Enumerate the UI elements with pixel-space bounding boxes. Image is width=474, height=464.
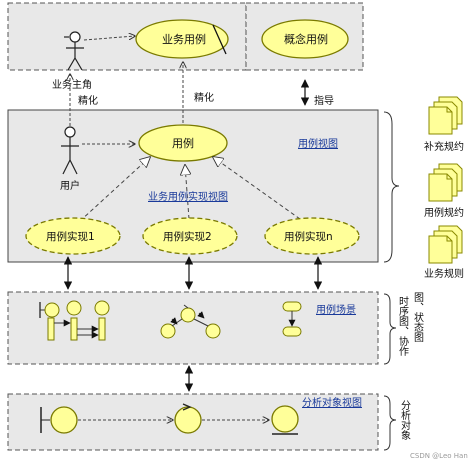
supplementary-spec-doc-icon <box>428 96 463 135</box>
realization-view-label: 业务用例实现视图 <box>148 190 228 203</box>
analysis-title: 分析对象视图 <box>302 396 362 409</box>
usecase-realization-1-label: 用例实现1 <box>46 230 95 243</box>
user-actor-icon <box>61 126 79 175</box>
usecase-realization-n[interactable]: 用例实现n <box>264 217 360 255</box>
scenario-title: 用例场景 <box>316 303 356 316</box>
collaboration-diagram-icon <box>160 304 221 339</box>
business-rules-label: 业务规则 <box>424 267 464 280</box>
usecase-realization-2[interactable]: 用例实现2 <box>142 217 238 255</box>
realization-line-2 <box>185 165 189 220</box>
usecase-realization-n-label: 用例实现n <box>284 230 333 243</box>
boundary-object-icon <box>40 406 78 434</box>
analysis-brace <box>383 395 397 451</box>
usecase-realization-2-label: 用例实现2 <box>163 230 212 243</box>
usecase-label: 用例 <box>172 136 194 150</box>
scenario-side-left: 时序图、协作 <box>397 296 409 356</box>
business-actor-icon <box>64 31 84 71</box>
user-actor-label: 用户 <box>60 179 80 192</box>
business-actor-label: 业务主角 <box>52 78 92 91</box>
usecase-view-brace <box>383 111 400 263</box>
business-rules-doc-icon <box>428 225 463 264</box>
sequence-diagram-icon <box>39 300 110 341</box>
scenario-brace <box>383 293 397 365</box>
business-usecase[interactable]: 业务用例 <box>135 19 229 59</box>
usecase-view-title: 用例视图 <box>298 137 338 150</box>
concept-usecase-label: 概念用例 <box>284 32 328 46</box>
state-diagram-icon <box>282 301 302 337</box>
usecase-realization-1[interactable]: 用例实现1 <box>25 217 121 255</box>
business-usecase-label: 业务用例 <box>162 32 206 46</box>
realization-line-n <box>213 157 301 220</box>
business-association-line <box>83 36 135 41</box>
analysis-side-label: 分析对象 <box>399 400 411 440</box>
usecase-spec-doc-icon <box>428 163 463 202</box>
supplementary-spec-label: 补充规约 <box>424 140 464 153</box>
refine-left-label: 精化 <box>78 94 98 107</box>
realization-line-1 <box>79 157 150 222</box>
watermark: CSDN @Leo Han <box>410 452 468 460</box>
concept-usecase[interactable]: 概念用例 <box>261 19 349 59</box>
refine-center-label: 精化 <box>194 91 214 104</box>
entity-object-icon <box>271 405 299 435</box>
guide-label: 指导 <box>314 94 334 107</box>
scenario-panel <box>7 291 379 365</box>
scenario-side-right: 图、状态图 <box>412 292 424 343</box>
usecase[interactable]: 用例 <box>138 124 228 162</box>
control-object-icon <box>174 403 202 434</box>
usecase-spec-label: 用例规约 <box>424 206 464 219</box>
